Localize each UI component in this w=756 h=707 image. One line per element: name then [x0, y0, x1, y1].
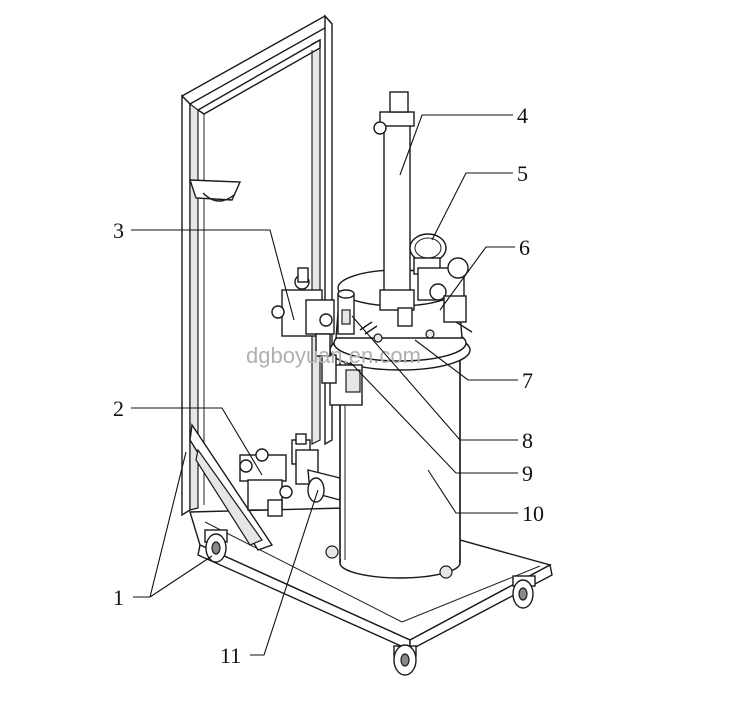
callout-labels: 1 2 3 4 5 6 7 8 9 10 11 [113, 103, 544, 668]
callout-5: 5 [517, 161, 528, 186]
upper-valve-block [271, 267, 335, 357]
callout-9: 9 [522, 461, 533, 486]
caster-wheels [204, 529, 536, 676]
pressure-regulator [417, 257, 473, 333]
callout-11: 11 [220, 643, 241, 668]
air-cylinder [373, 91, 415, 327]
watermark-text: dgboyuan.en.com [246, 343, 421, 368]
callout-8: 8 [522, 428, 533, 453]
discharge-pipe [295, 449, 341, 503]
callout-4: 4 [517, 103, 528, 128]
callout-6: 6 [519, 235, 530, 260]
wheel-front-left [204, 529, 228, 563]
callout-10: 10 [522, 501, 544, 526]
wheel-rear-right [512, 575, 536, 609]
callout-1: 1 [113, 585, 124, 610]
callout-2: 2 [113, 396, 124, 421]
wheel-front-right [393, 644, 417, 676]
callout-3: 3 [113, 218, 124, 243]
leader-lines [131, 114, 518, 656]
callout-7: 7 [522, 368, 533, 393]
filler-port [337, 289, 355, 335]
